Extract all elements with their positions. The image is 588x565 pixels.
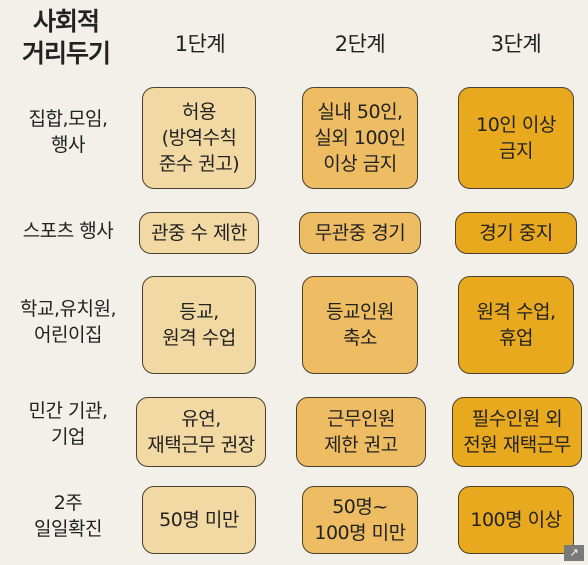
cell-cases-stage3: 100명 이상 <box>458 486 574 554</box>
row-label-daily-cases: 2주 일일확진 <box>34 492 102 540</box>
row-label-business: 민간 기관, 기업 <box>28 400 109 448</box>
column-header-stage3: 3단계 <box>490 32 542 56</box>
page-title: 사회적 거리두기 <box>21 7 111 68</box>
cell-schools-stage3: 원격 수업, 휴업 <box>458 276 574 374</box>
column-header-stage2: 2단계 <box>334 32 386 56</box>
cell-business-stage3: 필수인원 외 전원 재택근무 <box>452 397 582 467</box>
row-label-sports: 스포츠 행사 <box>22 220 114 242</box>
cell-business-stage1: 유연, 재택근무 권장 <box>136 397 266 467</box>
cell-cases-stage1: 50명 미만 <box>142 486 256 554</box>
row-label-gathering: 집합,모임, 행사 <box>28 108 109 156</box>
cell-gathering-stage1: 허용 (방역수칙 준수 권고) <box>142 87 256 189</box>
cell-sports-stage1: 관중 수 제한 <box>139 212 259 254</box>
cell-cases-stage2: 50명~ 100명 미만 <box>302 486 418 554</box>
cell-gathering-stage3: 10인 이상 금지 <box>458 87 574 189</box>
expand-icon[interactable]: ↗ <box>564 545 584 561</box>
cell-gathering-stage2: 실내 50인, 실외 100인 이상 금지 <box>302 87 418 189</box>
row-label-schools: 학교,유치원, 어린이집 <box>20 298 116 346</box>
cell-business-stage2: 근무인원 제한 권고 <box>296 397 426 467</box>
cell-sports-stage2: 무관중 경기 <box>299 212 421 254</box>
column-header-stage1: 1단계 <box>174 32 226 56</box>
cell-schools-stage2: 등교인원 축소 <box>302 276 418 374</box>
cell-schools-stage1: 등교, 원격 수업 <box>142 276 256 374</box>
cell-sports-stage3: 경기 중지 <box>455 212 577 254</box>
